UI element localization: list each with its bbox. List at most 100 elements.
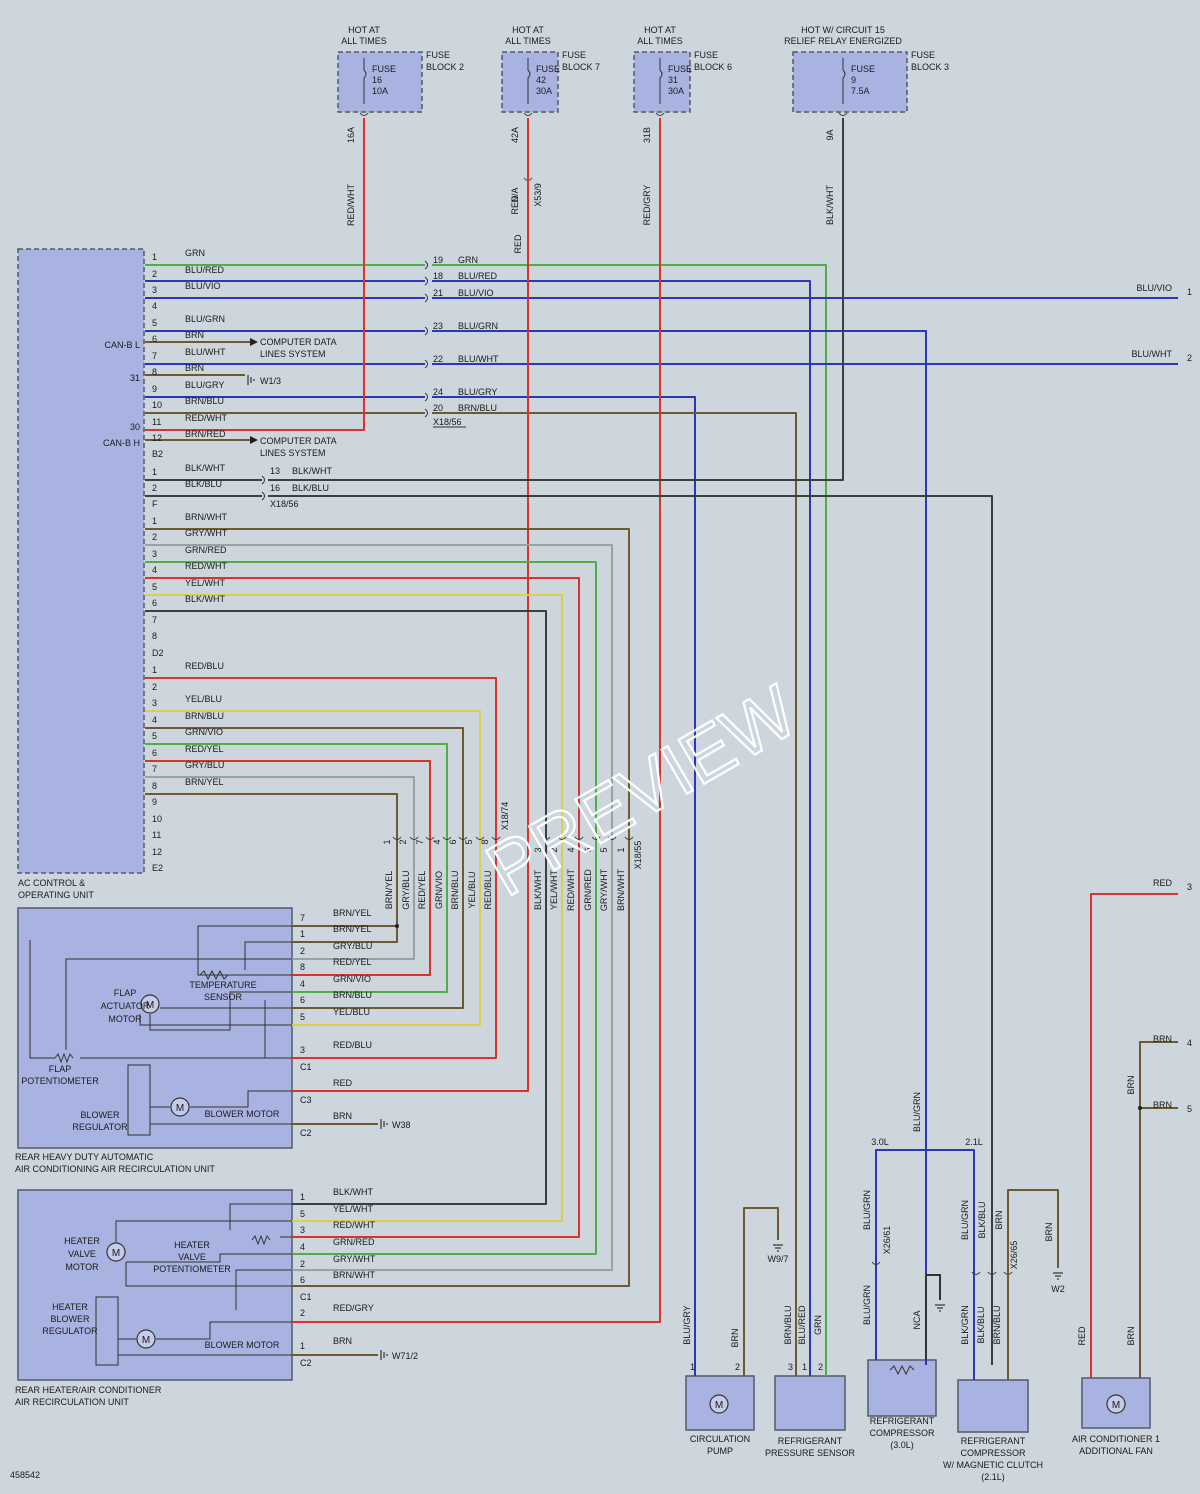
flap-pot-label: FLAP — [49, 1064, 72, 1074]
compressor-3-name: REFRIGERANT — [870, 1416, 935, 1426]
motor-symbol: M — [715, 1400, 723, 1411]
fan-wire-label: BRN — [1126, 1075, 1136, 1094]
x1874-connector-id: X18/74 — [500, 802, 510, 831]
ground-label: W1/3 — [260, 376, 281, 386]
edge-ref: 3 — [1187, 882, 1192, 892]
x1855-wire-label: RED/WHT — [566, 869, 576, 911]
comp3-wire-label: BLU/GRN — [862, 1285, 872, 1325]
fuse-na: N/A — [510, 187, 520, 202]
wire-comp2-brn — [1007, 1189, 1059, 1380]
wire-blk-blue — [268, 495, 993, 1365]
rear-hd-wire-label: GRN/VIO — [333, 974, 371, 984]
sensor-wire-label: BLU/RED — [797, 1305, 807, 1345]
pump-name: PUMP — [707, 1446, 733, 1456]
ground-label: W71/2 — [392, 1351, 418, 1361]
motor-symbol: M — [142, 1335, 150, 1346]
b2-pin: 11 — [152, 417, 161, 427]
fuse-box — [792, 51, 908, 113]
rear-hd-pin: 8 — [300, 962, 305, 972]
blower-motor-icon — [170, 1097, 190, 1117]
flap-motor-icon — [140, 994, 160, 1014]
x1856-wire-label: BLU/VIO — [458, 288, 494, 298]
x2665-connector-id: X26/65 — [1009, 1241, 1019, 1270]
internal-wire — [244, 941, 292, 970]
pin: 3 — [788, 1362, 793, 1372]
e2-pin: 4 — [152, 715, 157, 725]
x1856b-pin: 13 — [270, 466, 280, 476]
x1855-wire-label: YEL/WHT — [549, 870, 559, 911]
fuse-symbol — [659, 58, 663, 104]
x1855-wire-label: GRN/RED — [583, 869, 593, 911]
rear-hd-wire-label: BRN/YEL — [333, 908, 372, 918]
wire-comp2 — [926, 1149, 975, 1380]
pump-wire-2: BRN — [730, 1328, 740, 1347]
wire-e2 — [145, 677, 497, 1059]
fuse-symbol — [363, 58, 367, 104]
fuse-block-label: BLOCK 3 — [911, 62, 949, 72]
e2-pin: 6 — [152, 748, 157, 758]
rear-hd-pin: 3 — [300, 1045, 305, 1055]
f-pin: 1 — [152, 467, 157, 477]
blower-reg-label: REGULATOR — [72, 1122, 128, 1132]
splice-dot — [395, 924, 399, 928]
fan-wire-label: RED — [1077, 1326, 1087, 1346]
sensor-wire-label: BRN/BLU — [783, 1305, 793, 1344]
wire-comp3 — [875, 1140, 927, 1360]
split-label: 2.1L — [965, 1137, 983, 1147]
wire-fan-brn — [1139, 1041, 1178, 1378]
fuse-rating: 16 — [372, 75, 382, 85]
pin: 2 — [818, 1362, 823, 1372]
fan-name: ADDITIONAL FAN — [1079, 1446, 1153, 1456]
rear-hd-pin: 4 — [300, 979, 305, 989]
wire-drop — [432, 280, 811, 1365]
ground-label: W2 — [1051, 1284, 1065, 1294]
fuse-connector-id: X53/9 — [533, 183, 543, 207]
x1874-wire-label: RED/BLU — [483, 870, 493, 909]
heater-blower-reg-label: BLOWER — [50, 1314, 90, 1324]
compressor-2 — [957, 1379, 1029, 1433]
fuse-rating: FUSE — [668, 64, 692, 74]
pressure-sensor-name: PRESSURE SENSOR — [765, 1448, 856, 1458]
wire-e2 — [145, 760, 431, 976]
b2-wire-label: BLU/VIO — [185, 281, 221, 291]
computer-data-label: LINES SYSTEM — [260, 349, 326, 359]
rear-heater-pin: 2 — [300, 1259, 305, 1269]
comp3-nca-wire — [925, 1274, 941, 1360]
wire-drop — [432, 330, 927, 1365]
motor-symbol: M — [1112, 1400, 1120, 1411]
pump-wire-1: BLU/GRY — [682, 1305, 692, 1344]
x1874-pin: 6 — [448, 839, 458, 844]
x1874-wire-label: YEL/BLU — [467, 871, 477, 908]
e2-pin: 7 — [152, 764, 157, 774]
e2-pin: 12 — [152, 847, 162, 857]
rear-hd-wire-label: RED/BLU — [333, 1040, 372, 1050]
x1856-connector — [424, 359, 428, 369]
c2-connector: C2 — [300, 1358, 312, 1368]
fuse-rating: 10A — [372, 86, 388, 96]
rear-hd-pin: 5 — [300, 1012, 305, 1022]
rear-hd-unit — [17, 907, 293, 1149]
rear-hd-wire-label: BRN/YEL — [333, 924, 372, 934]
fuse-wire-label: RED/WHT — [346, 184, 356, 226]
rear-hd-wire-label: BRN/BLU — [333, 990, 372, 1000]
wire-label: BRN — [994, 1210, 1004, 1229]
rear-heater-wire-label: BLK/WHT — [333, 1187, 374, 1197]
rear-heater-pin: 4 — [300, 1242, 305, 1252]
d2-pin: 7 — [152, 615, 157, 625]
x1855-wire-label: GRY/WHT — [599, 868, 609, 911]
rear-hd-wire-label: YEL/BLU — [333, 1007, 370, 1017]
fuse-box — [337, 51, 423, 113]
x1855-connector — [541, 836, 551, 840]
x1856-wire-label: BLU/GRY — [458, 387, 497, 397]
wire-d2 — [145, 610, 547, 1205]
x1874-connector — [442, 836, 452, 840]
e2-pin: 11 — [152, 830, 161, 840]
internal-wire — [125, 1262, 292, 1287]
x1856-pin: 22 — [433, 354, 443, 364]
x2665-connector — [987, 1271, 997, 1275]
fuse-block-label: FUSE — [694, 50, 718, 60]
d2-pin: 3 — [152, 549, 157, 559]
pressure-sensor-name: REFRIGERANT — [778, 1436, 843, 1446]
fuse-wire-label: RED/GRY — [642, 185, 652, 226]
fuse-symbol — [527, 58, 531, 104]
